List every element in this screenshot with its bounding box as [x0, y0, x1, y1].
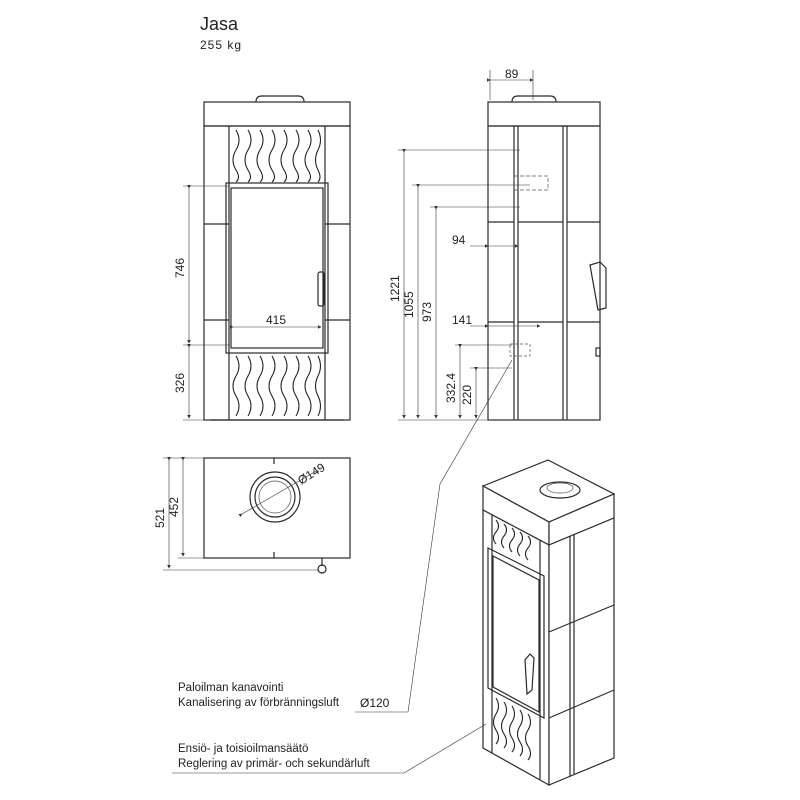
air-intake-diameter: Ø120	[360, 696, 390, 710]
dim-height-332: 332.4	[444, 373, 458, 403]
dim-depth-141: 141	[452, 313, 472, 327]
air-intake-label-fi: Paloilman kanavointi	[178, 682, 283, 694]
front-view	[183, 95, 351, 421]
dim-base-height: 326	[173, 373, 187, 393]
dim-height-1221: 1221	[388, 275, 402, 302]
callout-lines	[172, 359, 513, 774]
dim-height-1055: 1055	[402, 291, 416, 318]
dim-height-973: 973	[420, 302, 434, 322]
top-view	[163, 457, 351, 574]
dim-door-width: 415	[266, 313, 286, 327]
dim-depth-94: 94	[452, 233, 466, 247]
dim-depth-total: 521	[153, 508, 167, 528]
dim-top-offset: 89	[505, 67, 519, 81]
side-view	[398, 70, 607, 421]
isometric-view	[481, 459, 616, 787]
air-regulation-label-fi: Ensiö- ja toisioilmansäätö	[178, 743, 308, 755]
dim-height-220: 220	[460, 385, 474, 405]
title: Jasa	[200, 14, 239, 34]
air-regulation-label-sv: Reglering av primär- och sekundärluft	[178, 758, 371, 770]
dim-door-height: 746	[173, 258, 187, 278]
dim-depth-inner: 452	[167, 497, 181, 517]
weight-label: 255 kg	[200, 38, 242, 52]
air-intake-label-sv: Kanalisering av förbränningsluft	[178, 697, 340, 709]
dim-flue-diameter: Ø149	[295, 460, 328, 488]
